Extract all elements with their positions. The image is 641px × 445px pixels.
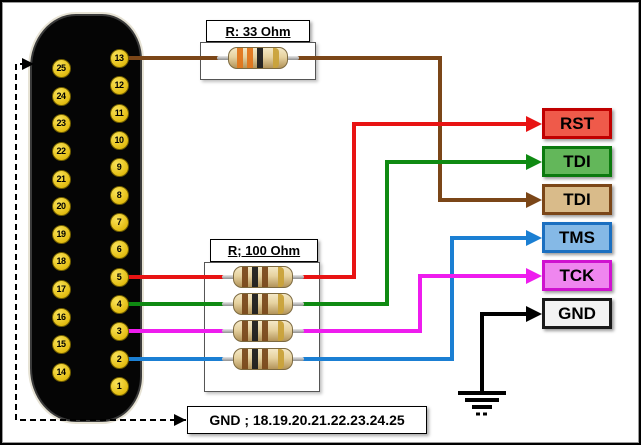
resistor-100ohm-2-icon: [217, 293, 309, 315]
pin-7: 7: [109, 212, 129, 232]
pin-8: 8: [109, 185, 129, 205]
signal-label-stack: RST TDI TDI TMS TCK GND: [542, 108, 612, 329]
pin-2: 2: [109, 349, 129, 369]
resistor-100ohm-4-icon: [217, 348, 309, 370]
arrow-tms-icon: [526, 230, 542, 246]
pin-3: 3: [109, 321, 129, 341]
signal-tdi-green: TDI: [542, 146, 612, 177]
resistor-33ohm-icon: [212, 47, 304, 69]
resistor-100ohm-3-icon: [217, 320, 309, 342]
earth-ground-icon: [458, 391, 506, 416]
wire-gnd: [480, 312, 529, 393]
signal-gnd-label: GND: [558, 303, 596, 323]
signal-rst-label: RST: [560, 113, 594, 133]
arrow-tck-icon: [526, 268, 542, 284]
wire-tdi-green: [126, 160, 528, 306]
signal-tms-label: TMS: [559, 227, 595, 247]
pin-24: 24: [51, 86, 71, 106]
pin-16: 16: [51, 307, 71, 327]
signal-tck: TCK: [542, 260, 612, 291]
pin-4: 4: [109, 294, 129, 314]
wire-tms: [126, 236, 528, 361]
signal-tck-label: TCK: [559, 265, 595, 285]
resistor-100-label: R; 100 Ohm: [227, 243, 301, 258]
wire-rst: [126, 122, 528, 279]
signal-tdi-green-label: TDI: [563, 151, 591, 171]
signal-tms: TMS: [542, 222, 612, 253]
pin-12: 12: [109, 75, 129, 95]
pin-10: 10: [109, 130, 129, 150]
pin-17: 17: [51, 279, 71, 299]
pin-13: 13: [109, 48, 129, 68]
arrow-into-gnd-note-icon: [174, 414, 186, 426]
arrow-rst-icon: [526, 116, 542, 132]
arrow-gnd-icon: [526, 306, 542, 322]
wire-tdi-brown: [126, 56, 528, 202]
pin-11: 11: [109, 103, 129, 123]
pin-5: 5: [109, 267, 129, 287]
pin-1: 1: [109, 376, 129, 396]
gnd-note-box: GND ; 18.19.20.21.22.23.24.25: [187, 406, 427, 434]
signal-rst: RST: [542, 108, 612, 139]
wire-tck: [126, 274, 528, 333]
pin-14: 14: [51, 362, 71, 382]
pin-21: 21: [51, 169, 71, 189]
arrow-tdi-brown-icon: [526, 192, 542, 208]
resistor-100ohm-1-icon: [217, 266, 309, 288]
pin-22: 22: [51, 141, 71, 161]
resistor-100-label-box: R; 100 Ohm: [210, 239, 318, 262]
arrow-tdi-green-icon: [526, 154, 542, 170]
pin-18: 18: [51, 251, 71, 271]
pin-9: 9: [109, 157, 129, 177]
pin-6: 6: [109, 239, 129, 259]
signal-tdi-brown-label: TDI: [563, 189, 591, 209]
resistor-33-label: R: 33 Ohm: [225, 23, 291, 39]
pin-19: 19: [51, 224, 71, 244]
resistor-33-label-box: R: 33 Ohm: [206, 20, 310, 42]
signal-tdi-brown: TDI: [542, 184, 612, 215]
pin-20: 20: [51, 196, 71, 216]
pin-25: 25: [51, 58, 71, 78]
gnd-note-label: GND ; 18.19.20.21.22.23.24.25: [209, 412, 405, 428]
pin-23: 23: [51, 113, 71, 133]
pin-15: 15: [51, 334, 71, 354]
signal-gnd: GND: [542, 298, 612, 329]
